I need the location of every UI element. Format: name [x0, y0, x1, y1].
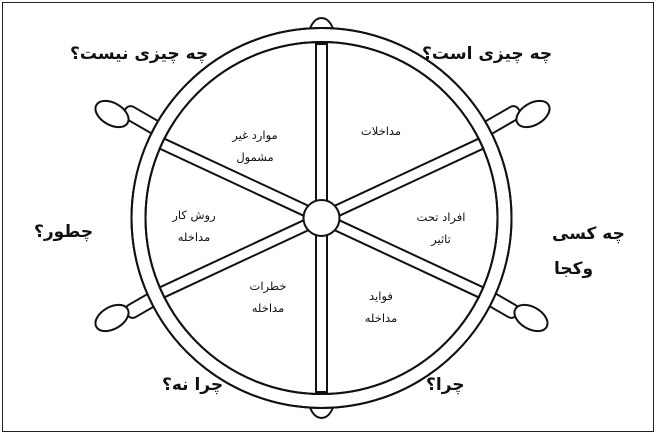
segment-interventions-text: مداخلات — [361, 120, 401, 142]
spoke-bottom — [316, 218, 327, 392]
segment-method-line1: روش کار — [172, 204, 215, 226]
segment-unrelated-line2: مشمول — [232, 146, 277, 168]
segment-risks-line2: مداخله — [250, 297, 287, 319]
segment-unrelated: موارد غیر مشمول — [232, 124, 277, 168]
segment-benefits-line2: مداخله — [365, 307, 397, 329]
label-what-is-not: چه چیزی نیست؟ — [70, 44, 208, 64]
segment-method-line2: مداخله — [172, 226, 215, 248]
segment-method: روش کار مداخله — [172, 204, 215, 248]
label-who: چه کسی — [552, 224, 625, 244]
wheel-hub — [304, 200, 340, 236]
label-why: چرا؟ — [426, 375, 465, 395]
segment-benefits: فواید مداخله — [365, 285, 397, 329]
segment-risks-line1: خطرات — [250, 275, 287, 297]
segment-unrelated-line1: موارد غیر — [232, 124, 277, 146]
segment-risks: خطرات مداخله — [250, 275, 287, 319]
spoke-top — [316, 44, 327, 218]
segment-benefits-line1: فواید — [365, 285, 397, 307]
segment-affected-line1: افراد تحت — [417, 206, 466, 228]
label-where: وکجا — [554, 259, 593, 279]
label-why-not: چرا نه؟ — [162, 375, 223, 395]
label-what-is-it: چه چیزی است؟ — [422, 44, 552, 64]
segment-interventions: مداخلات — [361, 120, 401, 142]
segment-affected-line2: تاثیر — [417, 228, 466, 250]
label-how: چطور؟ — [34, 222, 93, 242]
segment-affected: افراد تحت تاثیر — [417, 206, 466, 250]
